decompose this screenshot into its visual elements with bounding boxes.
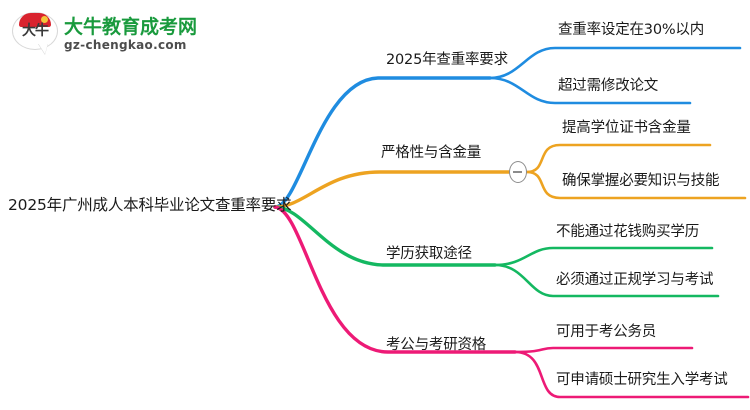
logo-site-name: 大牛教育成考网 <box>64 15 198 38</box>
minus-glyph <box>513 171 522 173</box>
branch-4-leaf-2-wire <box>513 350 750 399</box>
branch-2-leaf-2-wire <box>525 170 747 200</box>
logo-bull-bubble-icon: 大牛 <box>12 12 58 56</box>
branch-2-leaf-1-wire <box>525 143 712 174</box>
site-logo: 大牛 大牛教育成考网 gz-chengkao.com <box>12 8 197 60</box>
branch-1-trunk <box>273 76 492 209</box>
logo-wordmark: 大牛教育成考网 gz-chengkao.com <box>64 15 198 52</box>
logo-red-cap <box>19 13 51 27</box>
leaf-label-4-2[interactable]: 可申请硕士研究生入学考试 <box>556 372 728 388</box>
leaf-label-1-1[interactable]: 查重率设定在30%以内 <box>558 22 705 38</box>
branch-1-leaf-2-wire <box>488 76 692 105</box>
branch-4-trunk <box>273 205 517 354</box>
branch-3-leaf-1-wire <box>493 246 714 267</box>
leaf-label-3-2[interactable]: 必须通过正规学习与考试 <box>556 272 714 288</box>
leaf-label-2-2[interactable]: 确保掌握必要知识与技能 <box>562 173 720 189</box>
leaf-label-3-1[interactable]: 不能通过花钱购买学历 <box>556 224 699 240</box>
branch-2-trunk <box>273 170 511 209</box>
branch-4-leaf-1-wire <box>513 346 694 354</box>
logo-site-url: gz-chengkao.com <box>64 37 187 52</box>
branch-1-leaf-1-wire <box>488 46 742 80</box>
branch-3-trunk <box>273 205 497 267</box>
leaf-label-1-2[interactable]: 超过需修改论文 <box>558 78 659 94</box>
logo-bubble-tail <box>38 43 48 54</box>
branch-3-leaf-2-wire <box>493 263 720 298</box>
branch-label-4[interactable]: 考公与考研资格 <box>386 337 487 353</box>
logo-mark-text: 大牛 <box>22 23 49 39</box>
branch-label-2[interactable]: 严格性与含金量 <box>381 145 482 161</box>
minus-circle-icon[interactable] <box>509 161 527 183</box>
branch-label-1[interactable]: 2025年查重率要求 <box>386 52 508 68</box>
root-node-label[interactable]: 2025年广州成人本科毕业论文查重率要求 <box>8 196 292 214</box>
leaf-label-2-1[interactable]: 提高学位证书含金量 <box>562 120 691 136</box>
branch-label-3[interactable]: 学历获取途径 <box>386 246 472 262</box>
leaf-label-4-1[interactable]: 可用于考公务员 <box>556 324 657 340</box>
